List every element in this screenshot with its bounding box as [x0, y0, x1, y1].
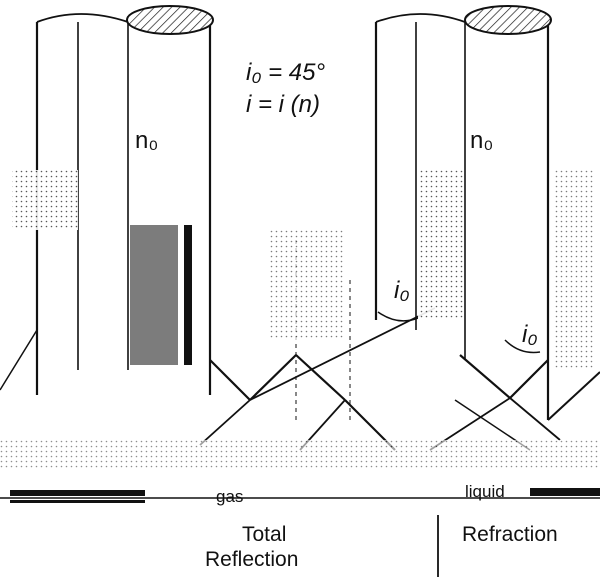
incident-ray-center [209, 359, 251, 401]
left-fiber-core-label: n₀ [135, 127, 158, 154]
caption-reflection: Reflection [205, 548, 298, 571]
formula-line-1: i₀ = 45° [246, 59, 325, 86]
reflected-ray-center [249, 354, 297, 401]
interface-bar-left-thin [10, 500, 145, 503]
caption-total: Total [242, 523, 286, 546]
caption-refraction: Refraction [462, 523, 558, 546]
left-fiber: n₀ [0, 5, 214, 395]
center-incident-angle-label: i₀ [394, 277, 409, 304]
right-ray-down [547, 371, 600, 421]
center-grid-block [270, 230, 345, 340]
right-fiber-top-arc [375, 13, 466, 23]
interface-dotted-band [0, 440, 600, 468]
center-ray-geometry: i₀ [199, 230, 436, 451]
right-fiber-shading-dots [418, 170, 464, 320]
left-fiber-top-arc [36, 13, 129, 23]
right-fiber-core-label: n₀ [470, 127, 493, 154]
medium-right-label: liquid [465, 482, 505, 501]
ray-diagonal-long [249, 307, 436, 401]
formula-line-2: i = i (n) [246, 91, 320, 118]
right-ray-long-2 [509, 397, 561, 441]
medium-left-label: gas [216, 487, 243, 506]
right-angle-arc [504, 339, 541, 354]
captions: Total Reflection Refraction [205, 515, 558, 577]
ray-diagonal-down [199, 399, 251, 446]
right-incident-angle-label: i₀ [522, 321, 537, 348]
right-fiber: n₀ i₀ [374, 5, 600, 451]
right-fiber-end-face [464, 5, 552, 35]
right-incident-ray [459, 354, 511, 399]
reflected-ray-up [295, 354, 346, 401]
left-fiber-shading-bar [184, 225, 192, 365]
right-refracted-ray [509, 359, 549, 399]
left-fiber-shading-dark [130, 225, 178, 365]
left-fiber-end-face [126, 5, 214, 35]
left-fiber-shading-dots [12, 170, 78, 230]
interface: gas liquid [0, 440, 600, 506]
left-fiber-tip [0, 327, 38, 395]
right-fiber-shading-dots-2 [555, 170, 595, 370]
interface-bar-left [10, 490, 145, 496]
formula: i₀ = 45° i = i (n) [246, 59, 325, 118]
interface-bar-right [530, 488, 600, 496]
center-angle-arc [377, 311, 419, 322]
